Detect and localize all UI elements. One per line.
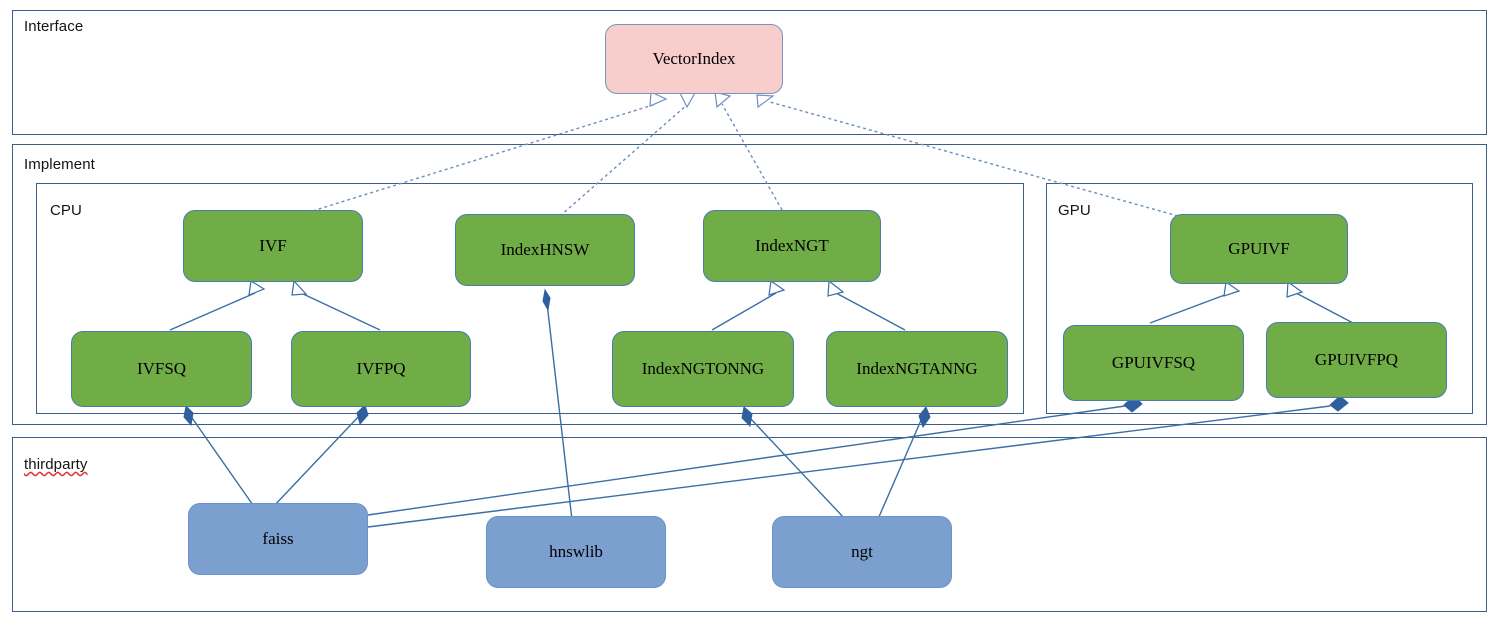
panel-thirdparty-label: thirdparty [24,456,88,473]
node-indexngtonng[interactable]: IndexNGTONNG [612,331,794,407]
node-ivf[interactable]: IVF [183,210,363,282]
node-indexhnsw[interactable]: IndexHNSW [455,214,635,286]
node-ngt[interactable]: ngt [772,516,952,588]
panel-cpu-label: CPU [50,202,82,219]
node-ivfsq[interactable]: IVFSQ [71,331,252,407]
node-indexngt[interactable]: IndexNGT [703,210,881,282]
node-ivfpq[interactable]: IVFPQ [291,331,471,407]
node-faiss[interactable]: faiss [188,503,368,575]
node-gpuivfpq[interactable]: GPUIVFPQ [1266,322,1447,398]
node-gpuivfsq[interactable]: GPUIVFSQ [1063,325,1244,401]
panel-gpu-label: GPU [1058,202,1091,219]
node-vectorindex[interactable]: VectorIndex [605,24,783,94]
panel-implement-label: Implement [24,156,95,173]
node-hnswlib[interactable]: hnswlib [486,516,666,588]
panel-interface-label: Interface [24,18,84,35]
node-gpuivf[interactable]: GPUIVF [1170,214,1348,284]
node-indexngtanng[interactable]: IndexNGTANNG [826,331,1008,407]
